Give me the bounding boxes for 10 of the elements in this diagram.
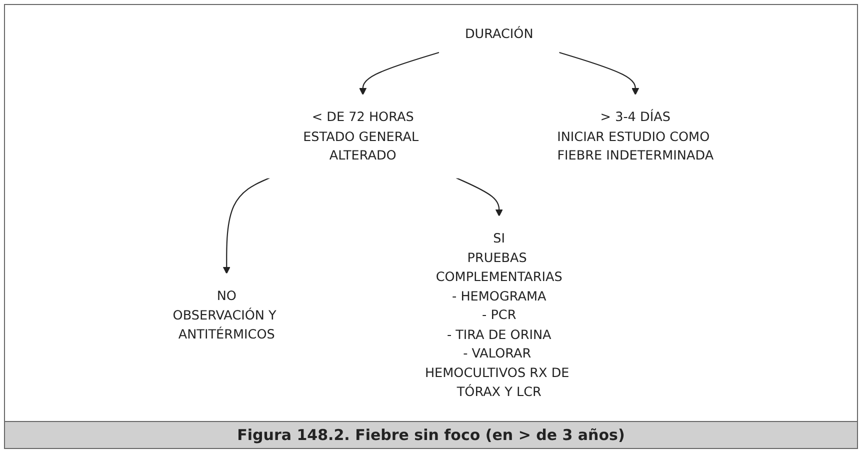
node-text: > 3-4 DÍAS INICIAR ESTUDIO COMO FIEBRE INDETERMINADA bbox=[557, 109, 714, 163]
figure-caption: Figura 148.2. Fiebre sin foco (en > de 3 años) bbox=[5, 421, 857, 448]
arrow bbox=[359, 52, 440, 96]
node-text: NO OBSERVACIÓN Y ANTITÉRMICOS bbox=[172, 288, 276, 342]
arrow bbox=[222, 177, 270, 274]
node-text: DURACIÓN bbox=[464, 26, 534, 42]
node-text: SI PRUEBAS COMPLEMENTARIAS - HEMOGRAMA - PCR - TIRA DE ORINA - VALORAR HEMOCULTIVOS RX DE TÓRAX Y LCR bbox=[424, 230, 570, 400]
arrow bbox=[558, 52, 640, 96]
arrow bbox=[456, 177, 503, 217]
node-text: < DE 72 HORAS ESTADO GENERAL ALTERADO bbox=[303, 109, 419, 163]
